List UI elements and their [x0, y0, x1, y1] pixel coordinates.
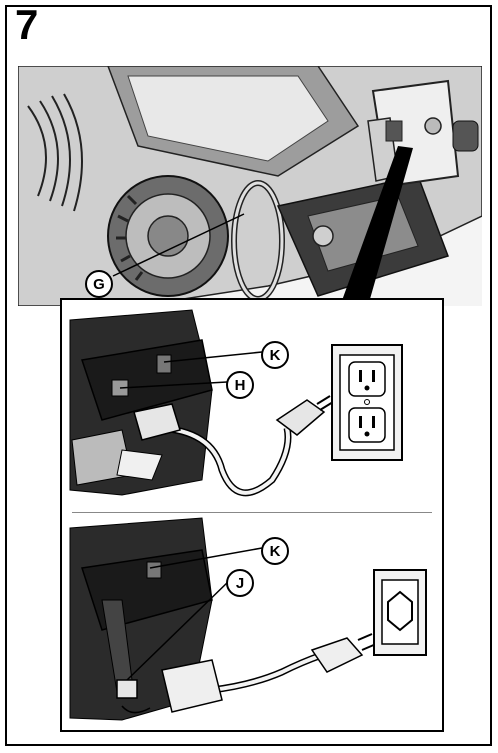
callout-j: J: [226, 569, 254, 597]
panel-divider: [72, 512, 432, 513]
detail-illustration: [69, 309, 427, 721]
callout-k-top: K: [261, 341, 289, 369]
step-number: 7: [15, 1, 39, 48]
engine-illustration: [18, 66, 482, 306]
detail-panel: [60, 298, 444, 732]
callout-k-bottom: K: [261, 537, 289, 565]
callout-g: G: [85, 270, 113, 298]
callout-h: H: [226, 371, 254, 399]
